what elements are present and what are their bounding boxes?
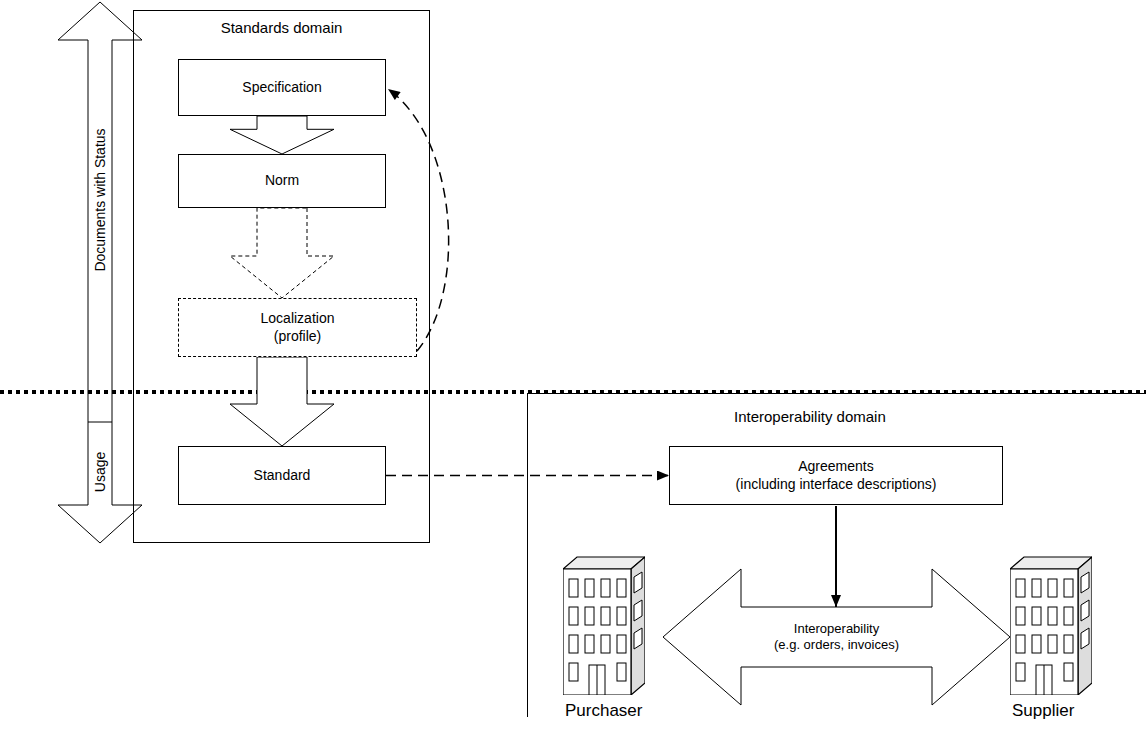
axis-label: Usage (92, 452, 108, 492)
text-line: (e.g. orders, invoices) (774, 637, 899, 653)
window (1032, 607, 1041, 625)
door (589, 665, 605, 695)
domain-frame: Standards domainSpecificationNormLocaliz… (133, 10, 430, 543)
window (1081, 600, 1089, 621)
window (1048, 579, 1057, 597)
box-label: Specification (242, 79, 321, 97)
interoperability-arrow (663, 569, 1010, 705)
box-label: Localization (profile) (261, 310, 335, 345)
window (634, 628, 642, 649)
building-icon (1010, 555, 1092, 695)
text-line: Interoperability (774, 621, 899, 637)
window (1048, 607, 1057, 625)
text-line: Localization (261, 310, 335, 328)
axis-label: Documents with Status (92, 128, 108, 271)
window (1016, 635, 1025, 653)
window (569, 607, 578, 625)
window (634, 600, 642, 621)
building-icon (563, 555, 645, 695)
window (634, 572, 642, 593)
door-split (597, 665, 598, 695)
document-box: Standard (178, 446, 386, 505)
window (585, 607, 594, 625)
window (617, 607, 626, 625)
window (1081, 572, 1089, 593)
building-front (563, 569, 631, 695)
flow-arrow (230, 116, 334, 154)
optional-document-box: Localization (profile) (178, 298, 417, 357)
window (569, 635, 578, 653)
building-side (1078, 557, 1092, 695)
door (1036, 665, 1052, 695)
window (1016, 579, 1025, 597)
window (601, 607, 610, 625)
domain-title: Interoperability domain (734, 408, 886, 425)
window (1016, 607, 1025, 625)
document-box: Norm (178, 154, 386, 208)
window (585, 635, 594, 653)
window (1032, 635, 1041, 653)
flow-arrow (230, 208, 334, 298)
domain-title: Standards domain (134, 19, 429, 36)
window (601, 579, 610, 597)
window (1032, 579, 1041, 597)
arrow-divider (88, 422, 112, 423)
window (1081, 628, 1089, 649)
agreement-arrow (835, 506, 837, 607)
window (1064, 635, 1073, 653)
box-label: Agreements (including interface descript… (736, 458, 937, 493)
building-front (1010, 569, 1078, 695)
window (1064, 607, 1073, 625)
text-line: (profile) (261, 328, 335, 346)
company-building: Purchaser (563, 555, 663, 730)
window (1064, 579, 1073, 597)
window (617, 579, 626, 597)
window (617, 663, 626, 681)
window (585, 579, 594, 597)
box-label: Norm (265, 172, 299, 190)
status-usage-arrow (58, 2, 142, 543)
document-box: Specification (178, 59, 386, 116)
text-line: Agreements (736, 458, 937, 476)
window (1016, 663, 1025, 681)
window (601, 635, 610, 653)
window (569, 579, 578, 597)
text-line: (including interface descriptions) (736, 476, 937, 494)
box-label: Standard (254, 467, 311, 485)
company-building: Supplier (1010, 555, 1110, 730)
agreement-box: Agreements (including interface descript… (669, 446, 1003, 505)
company-name: Supplier (1012, 701, 1110, 721)
building-side (631, 557, 645, 695)
door-split (1044, 665, 1045, 695)
edge-label: Interoperability (e.g. orders, invoices) (774, 621, 899, 654)
window (617, 635, 626, 653)
flow-arrow (230, 357, 334, 446)
window (1064, 663, 1073, 681)
window (569, 663, 578, 681)
window (1048, 635, 1057, 653)
domain-frame: Interoperability domainAgreements (inclu… (527, 393, 1146, 717)
company-name: Purchaser (565, 701, 663, 721)
